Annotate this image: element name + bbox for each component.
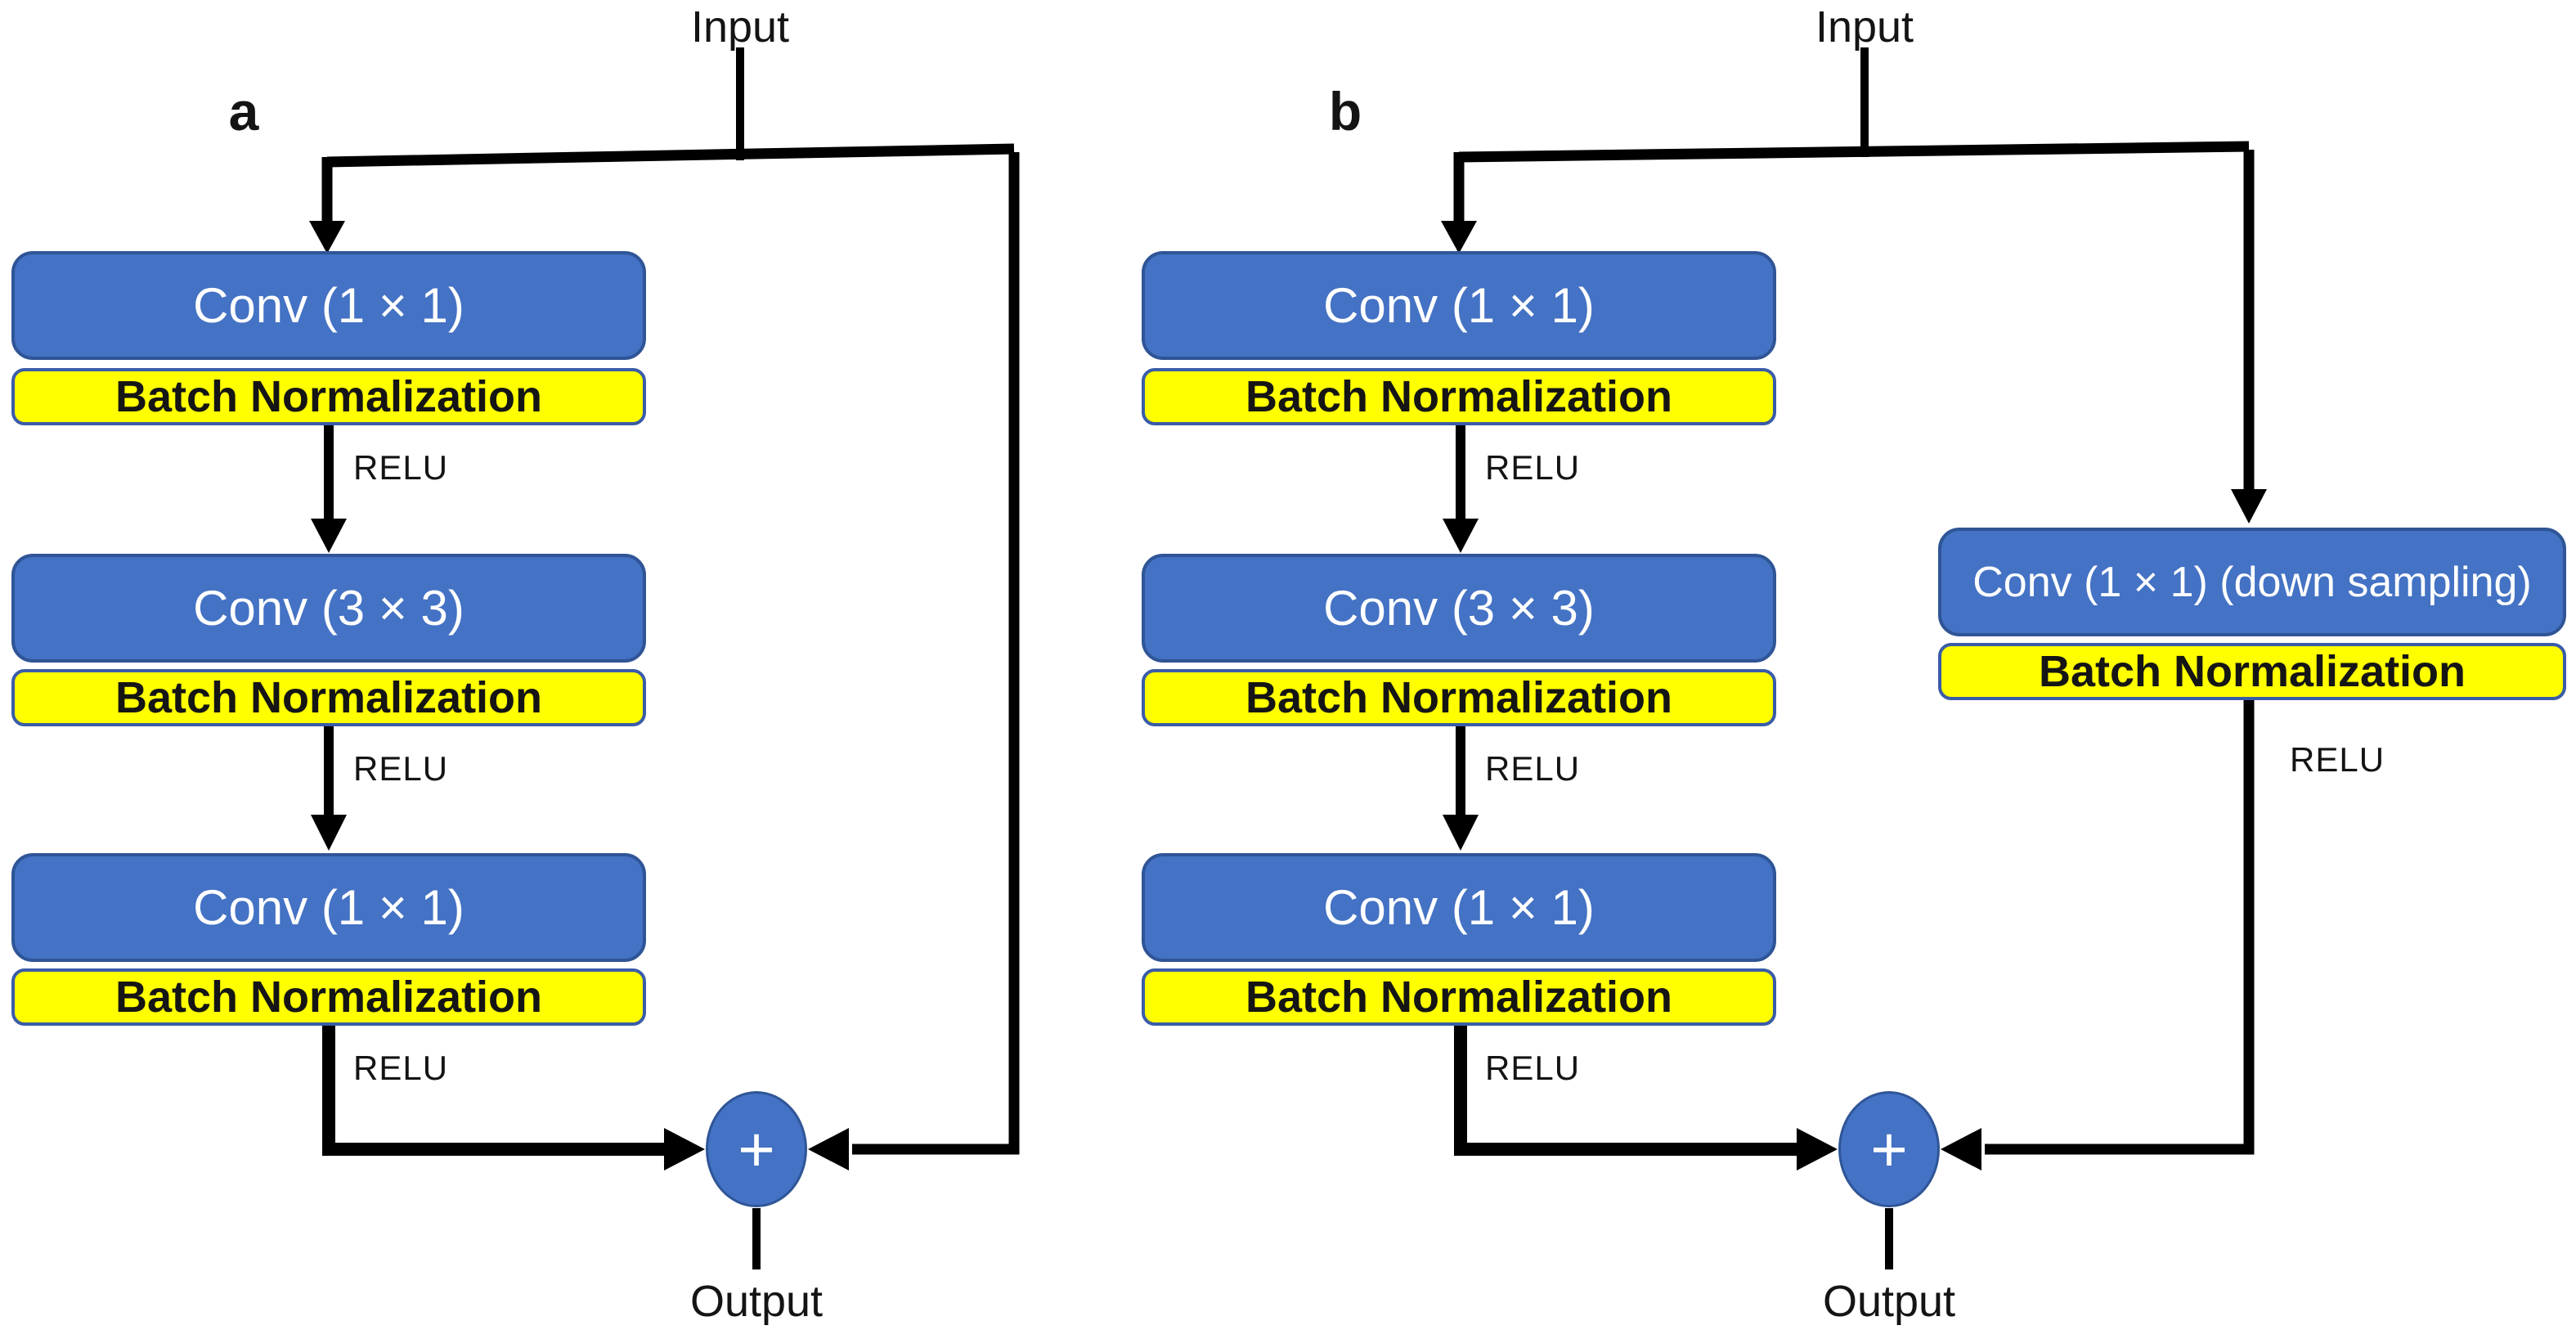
panel-b-conv1-box: Conv (1 × 1) [1142, 251, 1776, 360]
panel-b-bn3-label: Batch Normalization [1245, 973, 1673, 1022]
panel-b-relu1-label: RELU [1485, 448, 1581, 487]
panel-a-bn2-box: Batch Normalization [11, 669, 646, 726]
panel-a-conv1-label: Conv (1 × 1) [193, 278, 464, 333]
panel-b-shortcut-conv-box: Conv (1 × 1) (down sampling) [1938, 528, 2566, 636]
panel-b-shortcut-relu-label: RELU [2290, 740, 2385, 779]
panel-a-conv2-label: Conv (3 × 3) [193, 581, 464, 636]
panel-a-conv3-label: Conv (1 × 1) [193, 880, 464, 935]
panel-b-arrowheads [1441, 221, 2267, 1171]
panel-b-bn3-box: Batch Normalization [1142, 968, 1776, 1026]
panel-a-label: a [228, 81, 259, 142]
panel-a-wires [321, 47, 1020, 1269]
panel-b-label: b [1328, 81, 1362, 142]
panel-a-conv1-box: Conv (1 × 1) [11, 251, 646, 360]
panel-a-bn3-box: Batch Normalization [11, 968, 646, 1026]
panel-b-wires [1453, 47, 2255, 1269]
panel-a-relu3-label: RELU [353, 1049, 449, 1087]
panel-b-relu2-label: RELU [1485, 749, 1581, 788]
panel-b-output-label: Output [1822, 1277, 1956, 1326]
panel-b-conv3-box: Conv (1 × 1) [1142, 853, 1776, 962]
panel-b-input-label: Input [1815, 2, 1914, 52]
panel-a-plus-icon: + [738, 1112, 775, 1185]
panel-b-bn2-box: Batch Normalization [1142, 669, 1776, 726]
panel-b-add-node: + [1838, 1091, 1940, 1207]
panel-a-input-label: Input [690, 2, 790, 52]
panel-b-shortcut-conv-label: Conv (1 × 1) (down sampling) [1972, 558, 2532, 606]
panel-a-bn1-box: Batch Normalization [11, 368, 646, 425]
panel-a-conv3-box: Conv (1 × 1) [11, 853, 646, 962]
panel-a-output-label: Output [689, 1277, 824, 1326]
panel-b-bn2-label: Batch Normalization [1245, 673, 1673, 722]
panel-b-conv2-label: Conv (3 × 3) [1323, 581, 1595, 636]
panel-b-plus-icon: + [1870, 1112, 1908, 1185]
panel-a-conv2-box: Conv (3 × 3) [11, 554, 646, 663]
panel-b-bn1-label: Batch Normalization [1245, 372, 1673, 421]
panel-a-bn1-label: Batch Normalization [114, 372, 543, 421]
panel-b-shortcut-bn-box: Batch Normalization [1938, 643, 2566, 700]
panel-b-conv3-label: Conv (1 × 1) [1323, 880, 1595, 935]
panel-a-relu2-label: RELU [353, 749, 449, 788]
panel-a-skip-connection [852, 152, 1020, 1155]
panel-b-bn1-box: Batch Normalization [1142, 368, 1776, 425]
panel-a-arrowheads [309, 221, 849, 1171]
panel-a-add-node: + [706, 1091, 807, 1207]
panel-a-bn2-label: Batch Normalization [114, 673, 543, 722]
panel-b-conv2-box: Conv (3 × 3) [1142, 554, 1776, 663]
panel-b-relu3-label: RELU [1485, 1049, 1581, 1087]
panel-a-relu1-label: RELU [353, 448, 449, 487]
panel-b-shortcut-bn-label: Batch Normalization [2038, 647, 2466, 696]
panel-a-bn3-label: Batch Normalization [114, 973, 543, 1022]
panel-b-conv1-label: Conv (1 × 1) [1323, 278, 1595, 333]
